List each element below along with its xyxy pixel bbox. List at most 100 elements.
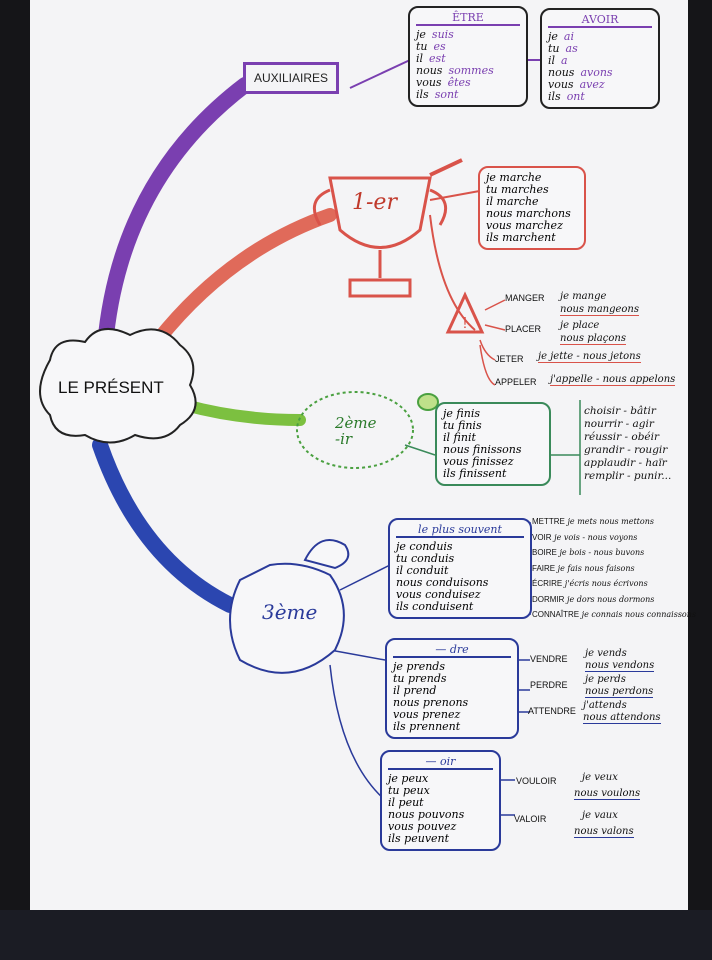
pronoun: ils (416, 88, 429, 101)
deuxieme-scroll: je finis tu finis il finit nous finisson… (435, 402, 551, 486)
hedgehog-icon (296, 391, 439, 469)
dre-title: — dre (393, 644, 511, 658)
verb-forms: je dors nous dormons (567, 594, 655, 604)
verb-example: choisir - bâtir (584, 405, 656, 417)
pronoun: je (548, 30, 558, 43)
conjugation-row: vous conduisez (396, 588, 481, 601)
conjugation-row: je marche (486, 171, 542, 184)
verb-forms: nous attendons (583, 712, 661, 724)
verb-example: remplir - punir... (584, 470, 672, 482)
troisieme-groupe-label: 3ème (262, 600, 318, 624)
oir-scroll: — oir je peux tu peux il peut nous pouvo… (380, 750, 501, 851)
premier-scroll: je marche tu marches il marche nous marc… (478, 166, 586, 250)
verb-label: CONNAÎTRE (532, 610, 580, 619)
verb-example: applaudir - haïr (584, 457, 667, 469)
svg-text:!: ! (463, 315, 467, 332)
verb-label: DORMIR (532, 594, 565, 604)
conjugation-row: je finis (443, 407, 481, 420)
pronoun: il (548, 54, 556, 67)
conjugation-row: ils finissent (443, 467, 507, 480)
deuxieme-verb-list: choisir - bâtir nourrir - agir réussir -… (584, 405, 671, 483)
branch-auxiliaires (97, 77, 253, 353)
pronoun: nous (548, 66, 575, 79)
oir-title: — oir (388, 756, 493, 770)
conjugation-row: je conduis (396, 540, 453, 553)
pronoun: ils (548, 90, 561, 103)
verb-forms: je perds (585, 674, 626, 685)
verb-form: avons (580, 66, 613, 79)
verb-forms: je vois - nous voyons (554, 532, 638, 542)
conjugation-row: vous marchez (486, 219, 563, 232)
pronoun: vous (548, 78, 574, 91)
conjugation-row: je prends (393, 660, 445, 673)
premier-groupe-label: 1-er (352, 190, 397, 215)
trophy-icon (312, 158, 463, 298)
conjugation-row: tu conduis (396, 552, 455, 565)
verb-form: êtes (447, 76, 471, 89)
central-topic: LE PRÉSENT (58, 378, 164, 397)
exception-form: je place (560, 320, 600, 331)
verb-label: VOULOIR (516, 776, 557, 786)
verb-form: avez (579, 78, 605, 91)
conjugation-row: tu marches (486, 183, 549, 196)
conjugation-row: il finit (443, 431, 476, 444)
dre-scroll: — dre je prends tu prends il prend nous … (385, 638, 519, 739)
conjugation-row: ils marchent (486, 231, 556, 244)
avoir-title: AVOIR (548, 14, 652, 28)
conjugation-row: nous pouvons (388, 808, 465, 821)
conjugation-row: nous marchons (486, 207, 571, 220)
exception-form: je jette - nous jetons (538, 351, 641, 363)
verb-example: nourrir - agir (584, 418, 654, 430)
verb-forms: je vaux (582, 810, 618, 821)
exception-form: j'appelle - nous appelons (550, 374, 676, 386)
pronoun: tu (548, 42, 560, 55)
verb-label: VENDRE (530, 654, 568, 664)
exception-form: nous plaçons (560, 333, 626, 345)
branch-troisieme (92, 437, 238, 613)
verb-form: a (561, 54, 568, 67)
etre-title: ÊTRE (416, 12, 520, 26)
verb-label: ATTENDRE (528, 706, 576, 716)
souvent-verb-list: METTRE je mets nous mettons VOIR je vois… (532, 514, 696, 623)
pronoun: nous (416, 64, 443, 77)
conjugation-row: il conduit (396, 564, 449, 577)
conjugation-row: tu peux (388, 784, 430, 797)
verb-forms: je bois - nous buvons (559, 548, 645, 557)
verb-form: sommes (448, 64, 494, 77)
conjugation-row: je peux (388, 772, 429, 785)
verb-form: as (565, 42, 578, 55)
verb-forms: je fais nous faisons (557, 563, 635, 573)
verb-label: VALOIR (514, 814, 547, 824)
conjugation-row: nous finissons (443, 443, 522, 456)
verb-forms: je mets nous mettons (567, 517, 654, 526)
verb-label: BOIRE (532, 548, 557, 557)
pronoun: je (416, 28, 426, 41)
conjugation-row: ils conduisent (396, 600, 474, 613)
exception-manger: MANGER (505, 293, 545, 303)
conjugation-row: nous conduisons (396, 576, 489, 589)
conjugation-row: nous prenons (393, 696, 469, 709)
central-cloud (39, 327, 197, 444)
verb-forms: j'attends (583, 700, 627, 711)
verb-forms: nous voulons (574, 788, 641, 800)
pronoun: vous (416, 76, 442, 89)
exception-form: nous mangeons (560, 304, 640, 316)
exception-appeler: APPELER (495, 377, 537, 387)
verb-label: PERDRE (530, 680, 568, 690)
conjugation-row: tu finis (443, 419, 482, 432)
deuxieme-groupe-label: 2ème -ir (335, 414, 377, 448)
verb-forms: je veux (582, 772, 618, 783)
verb-label: ÉCRIRE (532, 579, 563, 588)
conjugation-row: il marche (486, 195, 539, 208)
dark-background (0, 910, 712, 960)
conjugation-row: vous prenez (393, 708, 461, 721)
verb-forms: je vends (585, 648, 627, 659)
verb-form: es (433, 40, 446, 53)
exception-form: je mange (560, 291, 607, 302)
conjugation-row: il prend (393, 684, 437, 697)
warning-icon: ! (445, 291, 485, 334)
verb-form: ai (563, 30, 574, 43)
verb-form: est (429, 52, 446, 65)
conjugation-row: ils peuvent (388, 832, 450, 845)
